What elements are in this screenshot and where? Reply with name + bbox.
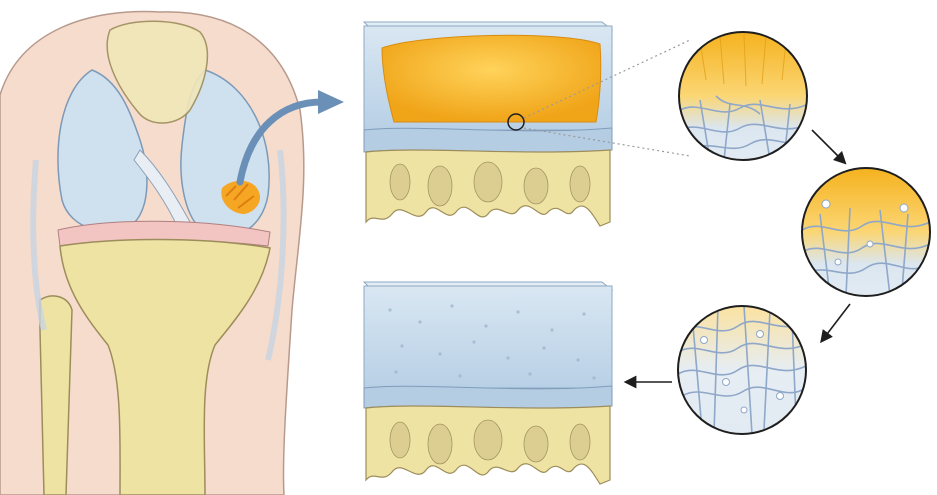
magnified-view-2 bbox=[802, 168, 930, 296]
down-arrow-icon bbox=[824, 304, 850, 338]
tidemark bbox=[364, 128, 612, 152]
implant-filling bbox=[382, 35, 601, 122]
down-arrow-icon bbox=[812, 130, 842, 160]
magnified-view-3 bbox=[678, 306, 806, 434]
curved-arrow-head bbox=[318, 90, 344, 114]
cartilage-block-bottom bbox=[364, 282, 612, 484]
knee-joint bbox=[0, 12, 304, 495]
cartilage-block-top bbox=[364, 22, 690, 226]
regenerated-cartilage-layer bbox=[364, 286, 612, 388]
magnified-view-1 bbox=[679, 32, 808, 160]
